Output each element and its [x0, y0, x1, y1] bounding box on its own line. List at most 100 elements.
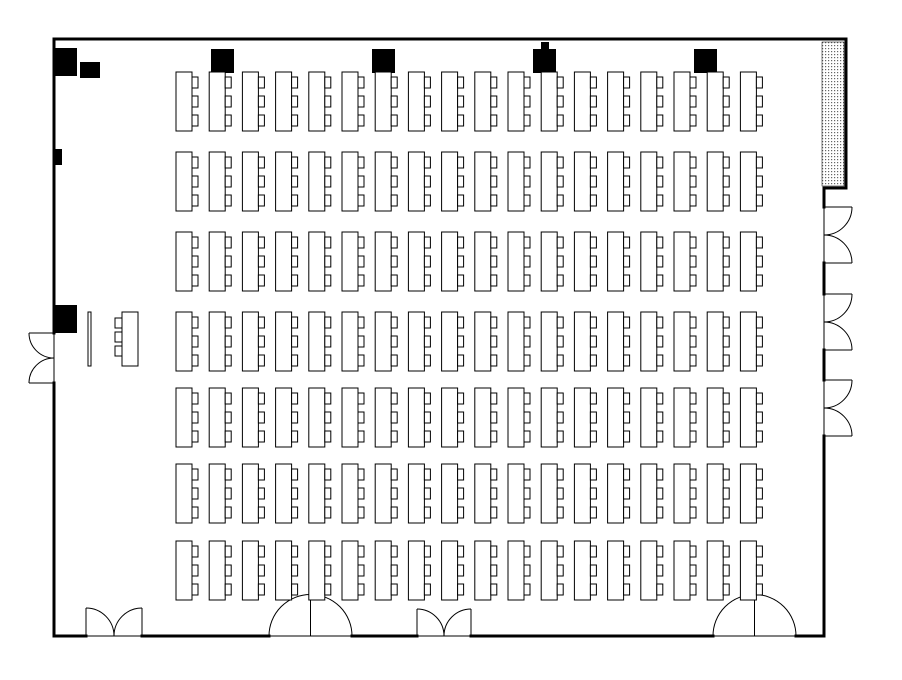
- chair: [357, 194, 365, 207]
- chair: [755, 194, 763, 207]
- chair: [357, 354, 365, 367]
- chair: [755, 506, 763, 519]
- chair: [457, 583, 465, 596]
- chair: [623, 335, 631, 348]
- chair: [755, 316, 763, 329]
- chair: [623, 468, 631, 481]
- chair: [523, 335, 531, 348]
- chair: [722, 236, 730, 249]
- chair: [755, 468, 763, 481]
- table: [673, 231, 691, 292]
- chair: [656, 95, 664, 108]
- table: [441, 71, 459, 132]
- chair: [623, 156, 631, 169]
- chair: [556, 354, 564, 367]
- head-table-chair: [114, 317, 123, 329]
- chair: [423, 156, 431, 169]
- chair: [623, 564, 631, 577]
- table-group: [441, 151, 465, 212]
- table-group: [441, 311, 465, 372]
- chair: [224, 564, 232, 577]
- chair: [257, 411, 265, 424]
- columns: [55, 42, 717, 333]
- table-group: [640, 231, 664, 292]
- table-group: [474, 540, 498, 601]
- chair: [291, 194, 299, 207]
- chair: [357, 114, 365, 127]
- table: [739, 71, 757, 132]
- table: [374, 71, 392, 132]
- table-group: [739, 387, 763, 448]
- chair: [556, 392, 564, 405]
- chair: [257, 95, 265, 108]
- table: [607, 151, 625, 212]
- table: [341, 71, 359, 132]
- chair: [457, 411, 465, 424]
- table: [640, 151, 658, 212]
- table-group: [208, 387, 232, 448]
- table: [540, 387, 558, 448]
- table-group: [241, 311, 265, 372]
- chair: [656, 354, 664, 367]
- chair: [589, 194, 597, 207]
- chair: [523, 194, 531, 207]
- chair: [490, 114, 498, 127]
- table: [573, 311, 591, 372]
- door-double: [823, 379, 853, 437]
- chair: [257, 583, 265, 596]
- chair: [191, 255, 199, 268]
- table: [308, 311, 326, 372]
- chair: [722, 316, 730, 329]
- chair: [357, 430, 365, 443]
- table: [706, 151, 724, 212]
- chair: [324, 392, 332, 405]
- chair: [224, 95, 232, 108]
- chair: [656, 487, 664, 500]
- chair: [357, 316, 365, 329]
- chair: [224, 156, 232, 169]
- chair: [523, 95, 531, 108]
- chair: [257, 316, 265, 329]
- chair: [324, 354, 332, 367]
- table-group: [175, 387, 199, 448]
- table: [441, 540, 459, 601]
- chair: [291, 392, 299, 405]
- chair: [523, 354, 531, 367]
- chair: [357, 335, 365, 348]
- chair: [191, 354, 199, 367]
- table-group: [673, 231, 697, 292]
- chair: [689, 411, 697, 424]
- table: [706, 387, 724, 448]
- chair: [589, 354, 597, 367]
- chair: [490, 545, 498, 558]
- table: [407, 387, 425, 448]
- table: [341, 463, 359, 524]
- chair: [390, 487, 398, 500]
- stage-area: [821, 41, 845, 187]
- table-group: [640, 151, 664, 212]
- table: [573, 151, 591, 212]
- table-group: [341, 151, 365, 212]
- chair: [324, 95, 332, 108]
- chair: [357, 468, 365, 481]
- table-group: [507, 387, 531, 448]
- table-group: [507, 540, 531, 601]
- chair: [722, 194, 730, 207]
- chair: [457, 354, 465, 367]
- chair: [357, 255, 365, 268]
- chair: [224, 506, 232, 519]
- chair: [390, 564, 398, 577]
- chair: [357, 583, 365, 596]
- table: [374, 231, 392, 292]
- chair: [556, 236, 564, 249]
- chair: [623, 255, 631, 268]
- chair: [324, 76, 332, 89]
- door-double: [85, 607, 143, 637]
- table-group: [374, 311, 398, 372]
- chair: [457, 545, 465, 558]
- chair: [722, 583, 730, 596]
- table: [241, 463, 259, 524]
- chair: [656, 194, 664, 207]
- chair: [291, 545, 299, 558]
- chair: [423, 506, 431, 519]
